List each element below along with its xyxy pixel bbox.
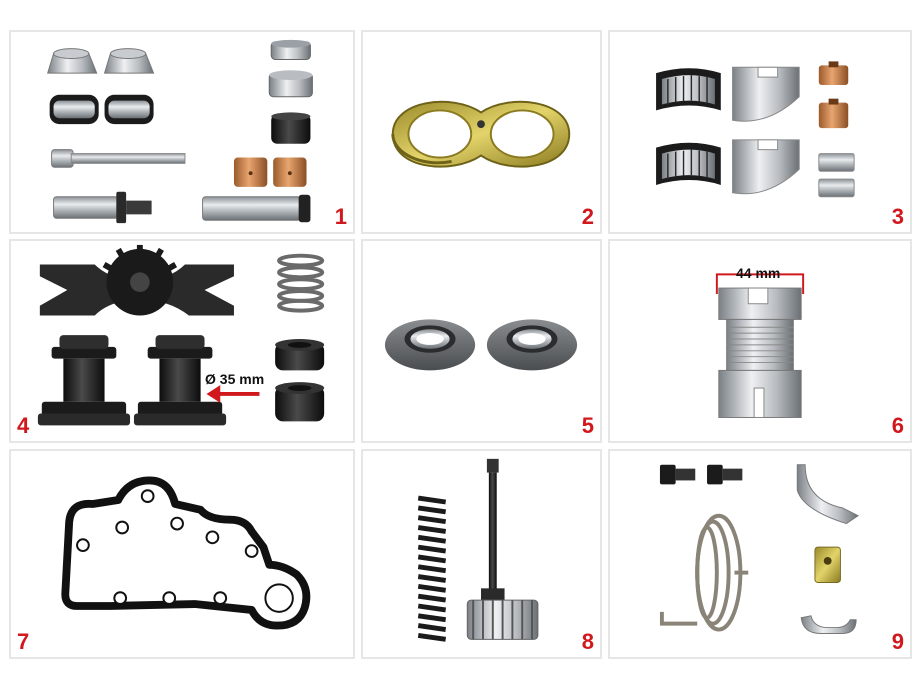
gear-wheel (466, 599, 539, 640)
panel-number: 4 (17, 413, 30, 438)
panel-9: 9 (608, 449, 912, 659)
pin-right (202, 194, 311, 223)
black-cap-bottom (275, 382, 325, 422)
panel-6: 44 mm 6 (608, 239, 912, 443)
panel-number: 5 (581, 413, 594, 438)
ring-top (270, 39, 311, 60)
figure-eight-plate (391, 100, 571, 168)
panel-2: 2 (361, 30, 602, 234)
seal-black (271, 112, 311, 144)
brass-cross-pin (814, 546, 841, 583)
bolt-long (51, 149, 186, 168)
panel-number: 9 (891, 629, 904, 654)
diameter-label: Ø 35 mm (205, 371, 265, 387)
torsion-spring (659, 513, 749, 632)
adjuster-hub-right (133, 335, 227, 426)
panel-number: 2 (581, 204, 594, 229)
gear-lever-plate (39, 244, 234, 316)
clip-hook (800, 615, 857, 634)
kit-5-illustration (384, 319, 578, 371)
panel-4: Ø 35 mm 4 (9, 239, 355, 443)
kit-4-illustration (37, 244, 325, 426)
seal-ring-left (384, 319, 476, 371)
spring (277, 253, 325, 313)
panel-number: 1 (334, 204, 347, 229)
bushing-cap-right (103, 48, 155, 74)
kit-7-illustration (61, 476, 311, 630)
black-cap-top (275, 339, 325, 371)
panel-7: 7 (9, 449, 355, 659)
half-shell-top (732, 66, 800, 122)
bushing-cap-left (47, 48, 98, 74)
panel-8: 8 (361, 449, 602, 659)
socket-screws (659, 464, 743, 485)
panel-number: 3 (891, 204, 904, 229)
kit-6-illustration (715, 273, 805, 418)
panel-number: 7 (17, 629, 30, 654)
kit-3-illustration (656, 61, 855, 198)
kit-1-illustration (47, 39, 313, 224)
panel-number: 8 (581, 629, 594, 654)
worm-shaft (481, 458, 505, 603)
bronze-bushing-pair (233, 157, 307, 187)
bronze-clip-top (818, 61, 849, 85)
bearing-left (49, 94, 99, 125)
panel-3: 3 (608, 30, 912, 234)
panel-number: 6 (891, 413, 904, 438)
threaded-adjuster (718, 287, 802, 418)
kit-2-illustration (391, 100, 571, 168)
bronze-clip-bottom (818, 98, 849, 129)
diameter-arrow (206, 385, 260, 403)
needle-bearing-bottom (656, 142, 721, 185)
kit-8-illustration (417, 458, 539, 642)
steel-sleeve-pair (818, 153, 855, 198)
width-label: 44 mm (736, 265, 781, 281)
needle-bearing-top (656, 68, 721, 111)
dimension-bracket (715, 273, 805, 294)
kit-9-illustration (659, 464, 860, 634)
coil-spring (417, 495, 447, 642)
gasket-holes (76, 489, 294, 613)
panel-1: 1 (9, 30, 355, 234)
seal-ring-right (486, 319, 578, 371)
pin-with-thread (53, 191, 152, 224)
panel-5: 5 (361, 239, 602, 443)
curved-bracket (796, 464, 860, 525)
ring-middle (268, 70, 313, 98)
half-shell-bottom (732, 139, 800, 195)
gasket (61, 476, 311, 630)
bearing-right (104, 94, 154, 125)
adjuster-hub-left (37, 335, 131, 426)
